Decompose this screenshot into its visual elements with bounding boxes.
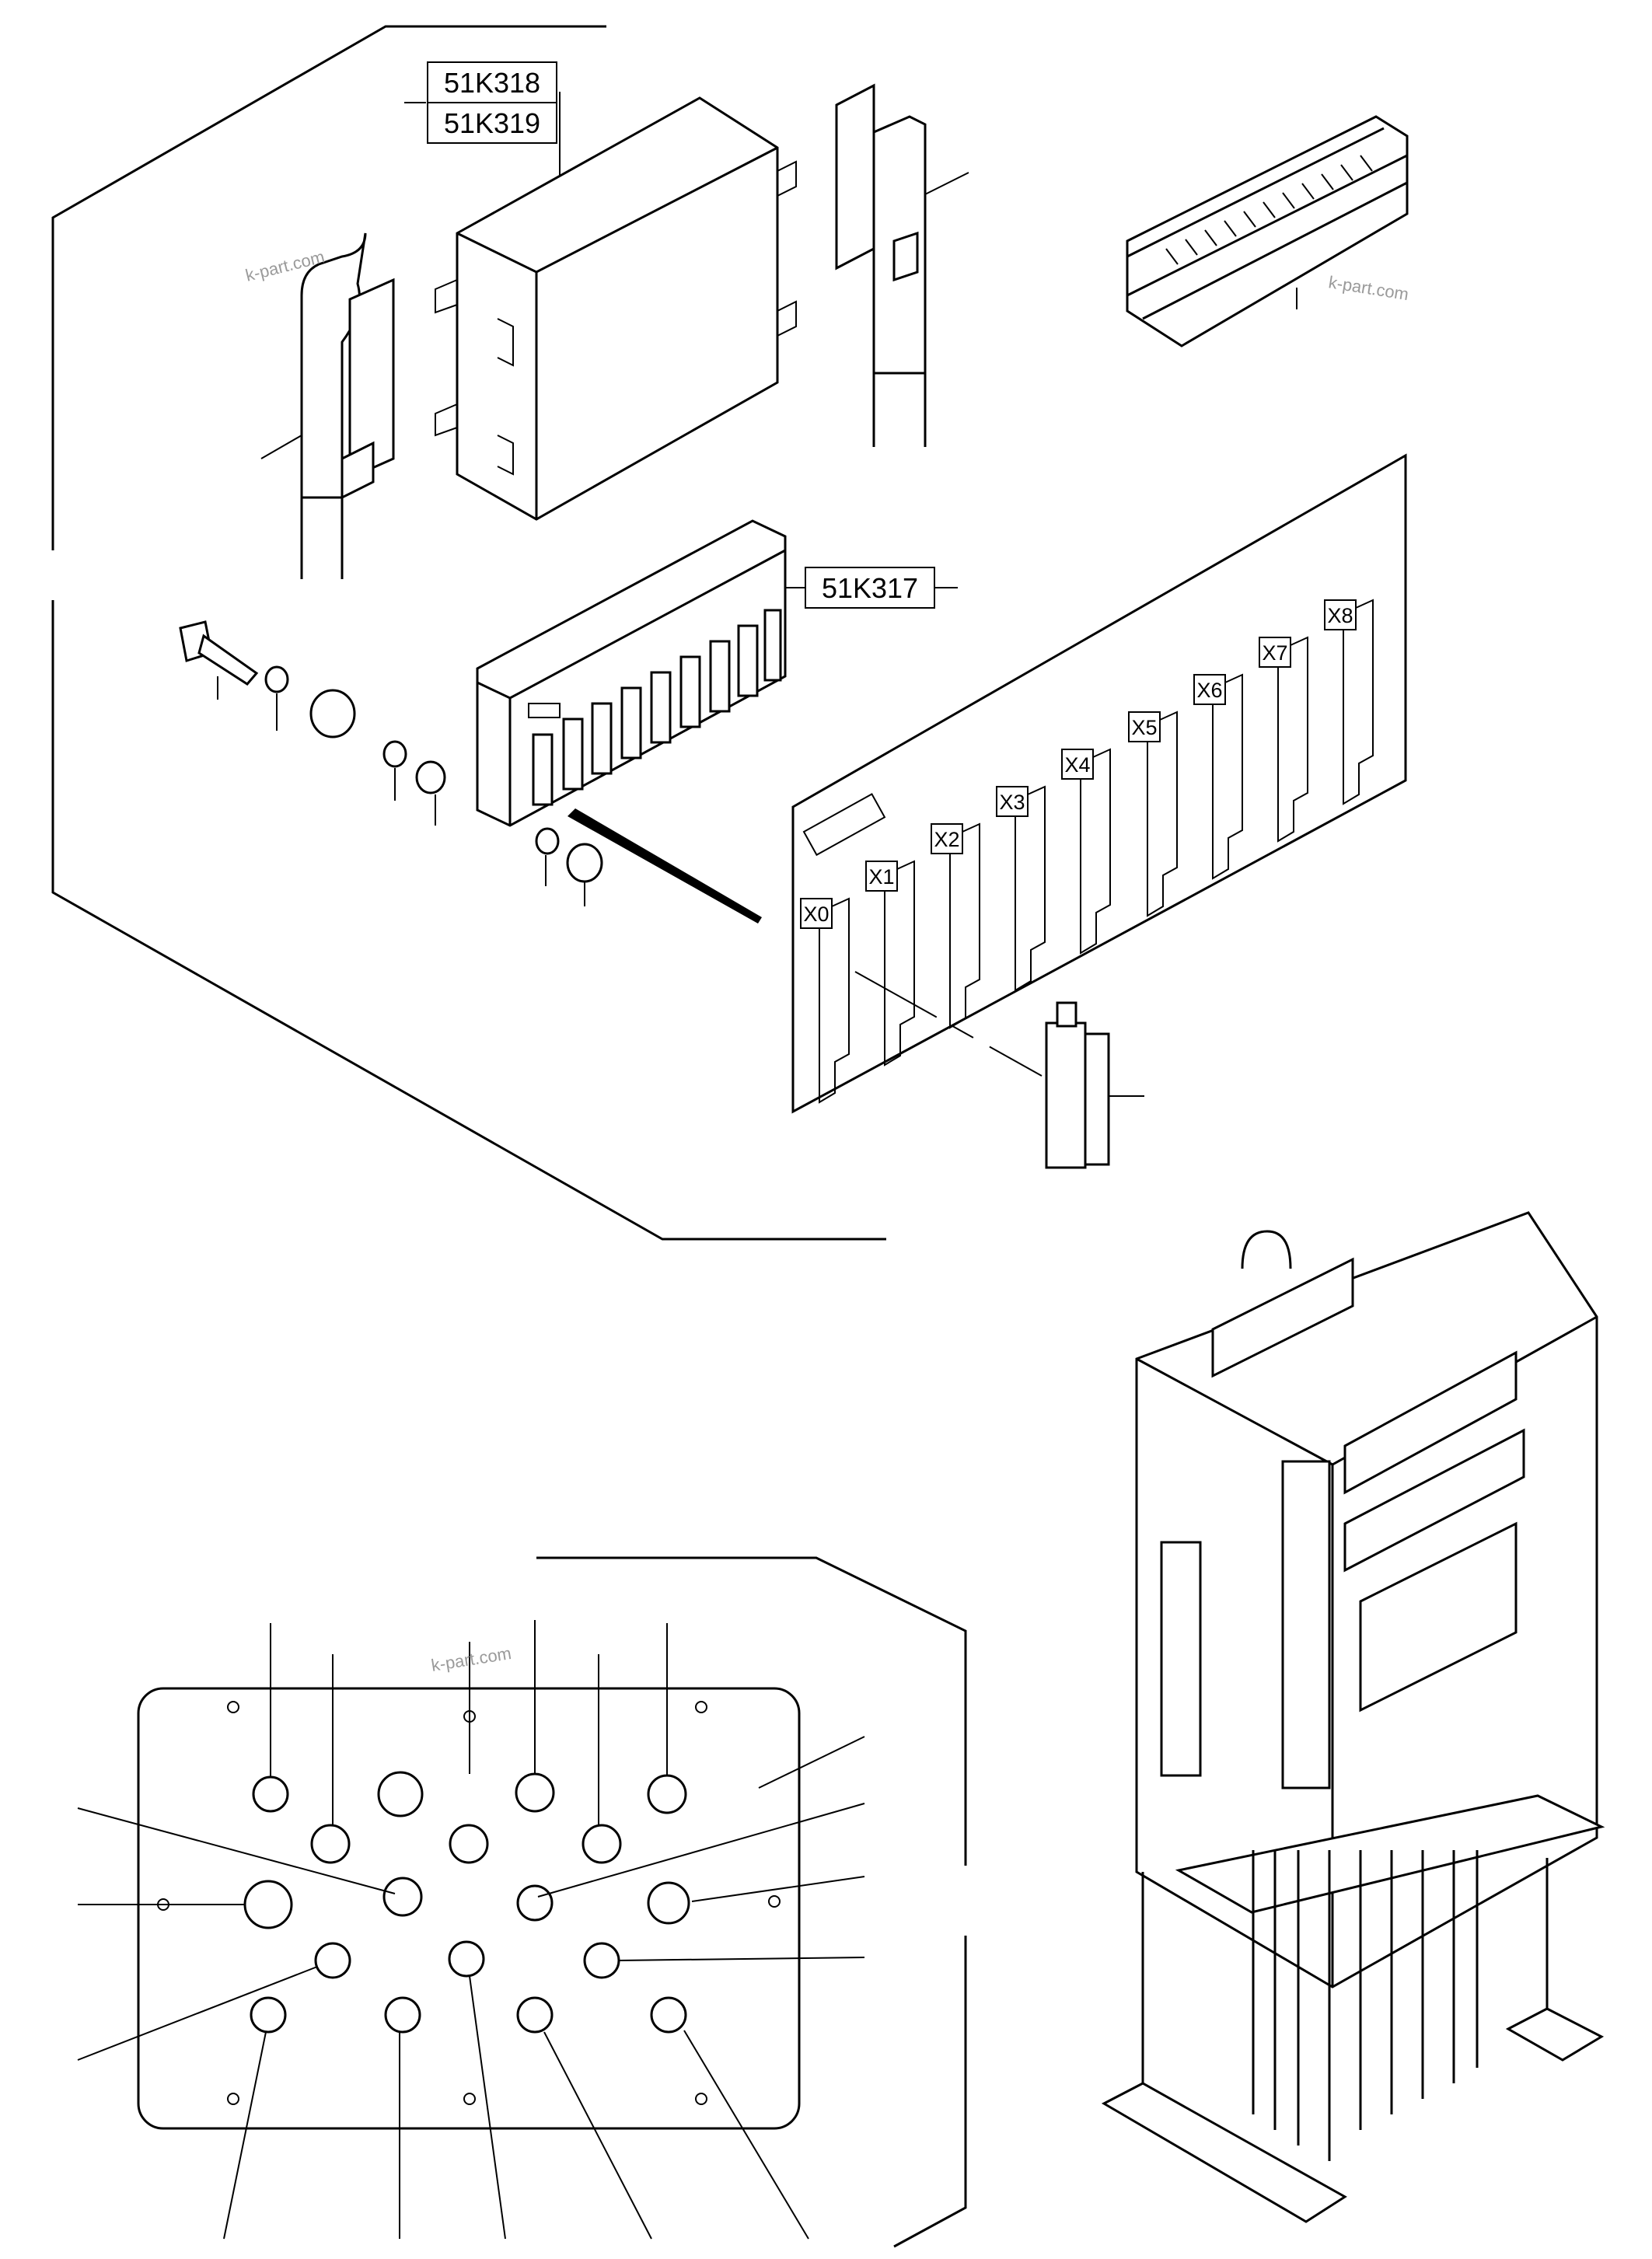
gland-hole <box>650 1996 687 2034</box>
connector-slot-x6: X6 <box>1193 673 1243 880</box>
gland-hole <box>647 1774 687 1814</box>
cabinet-terminals <box>1160 1257 1525 1789</box>
gland-plate-outline <box>536 1556 967 2248</box>
din-rail-slots <box>1165 155 1373 265</box>
callout-51k317-label: 51K317 <box>822 572 918 604</box>
connector-label-x7: X7 <box>1262 641 1287 665</box>
gland-hole <box>516 1884 554 1922</box>
callout-51k318: 51K318 <box>427 61 557 103</box>
cabinet-cables <box>1252 1850 1479 2161</box>
callout-leader-line <box>543 2031 652 2240</box>
callout-51k318-label: 51K318 <box>444 67 540 99</box>
connector-label-x3: X3 <box>999 791 1025 814</box>
mounting-hole <box>227 1701 239 1713</box>
gland-leaders <box>77 1620 865 2240</box>
connector-label-x0: X0 <box>803 903 829 926</box>
gland-holes <box>157 1701 781 2105</box>
din-rail <box>1126 115 1409 347</box>
connector-slot-x1: X1 <box>865 860 915 1067</box>
gland-hole <box>314 1942 351 1979</box>
detail-pointer <box>568 808 762 924</box>
connector-panel <box>791 453 1407 1114</box>
connector-slot-x2: X2 <box>931 822 980 1029</box>
connector-label-x6: X6 <box>1196 679 1222 702</box>
callout-leader-line <box>537 1803 865 1898</box>
connector-slot-x4: X4 <box>1061 748 1111 955</box>
gland-hole <box>252 1775 289 1813</box>
mounting-hole <box>463 2093 476 2105</box>
gland-hole <box>310 1824 351 1864</box>
relay-modules <box>532 609 782 806</box>
gland-hole <box>647 1881 690 1925</box>
gland-hole <box>449 1824 489 1864</box>
cable-holder-right <box>835 83 969 447</box>
gland-hole <box>382 1877 423 1917</box>
gland-hole <box>448 1940 485 1978</box>
electrical-cabinet <box>1101 1211 1605 2223</box>
callout-51k317: 51K317 <box>805 567 935 609</box>
gland-hole <box>377 1771 424 1817</box>
connector-slot-x5: X5 <box>1128 711 1178 917</box>
terminal-block <box>854 971 1144 1169</box>
mounting-hole <box>695 1701 707 1713</box>
connector-label-x8: X8 <box>1327 604 1353 627</box>
cable-holder-left <box>260 232 395 579</box>
gland-hole <box>250 1996 287 2034</box>
relay-board <box>476 519 787 827</box>
mounting-hole <box>695 2093 707 2105</box>
callout-leader-line <box>469 1975 506 2240</box>
gland-hole <box>243 1880 293 1929</box>
mounting-hole <box>227 2093 239 2105</box>
callout-leader-line <box>223 2031 267 2240</box>
callout-leader-line <box>77 1966 318 2061</box>
callout-leader-line <box>691 1876 865 1902</box>
bolt-and-washers <box>179 620 603 906</box>
callout-leader-line <box>758 1736 865 1789</box>
callout-51k319: 51K319 <box>427 102 557 144</box>
connector-slots: X0 X1 X2 X3 X4 X5 X6 X7 X8 <box>800 599 1374 1104</box>
gland-hole <box>384 1996 421 2034</box>
connector-label-x4: X4 <box>1064 753 1090 777</box>
gland-hole <box>516 1996 554 2034</box>
assembly-outline <box>51 25 886 1241</box>
callout-leader-line <box>77 1807 396 1894</box>
gland-hole <box>583 1942 620 1979</box>
callout-51k319-label: 51K319 <box>444 107 540 139</box>
connector-slot-x0: X0 <box>800 897 850 1104</box>
mounting-hole <box>768 1895 781 1908</box>
connector-label-x5: X5 <box>1131 716 1157 739</box>
connector-label-x2: X2 <box>934 828 959 851</box>
gland-hole <box>515 1772 555 1813</box>
connector-slot-x3: X3 <box>996 785 1046 992</box>
gland-hole <box>582 1824 622 1864</box>
callout-leader-line <box>618 1957 865 1961</box>
connector-slot-x8: X8 <box>1324 599 1374 805</box>
watermark-2: k-part.com <box>1327 272 1410 304</box>
relay-cover-box <box>435 96 797 521</box>
connector-label-x1: X1 <box>868 865 894 889</box>
watermark-3: k-part.com <box>430 1643 513 1675</box>
connector-slot-x7: X7 <box>1259 636 1308 843</box>
callout-leader-line <box>683 2030 809 2240</box>
